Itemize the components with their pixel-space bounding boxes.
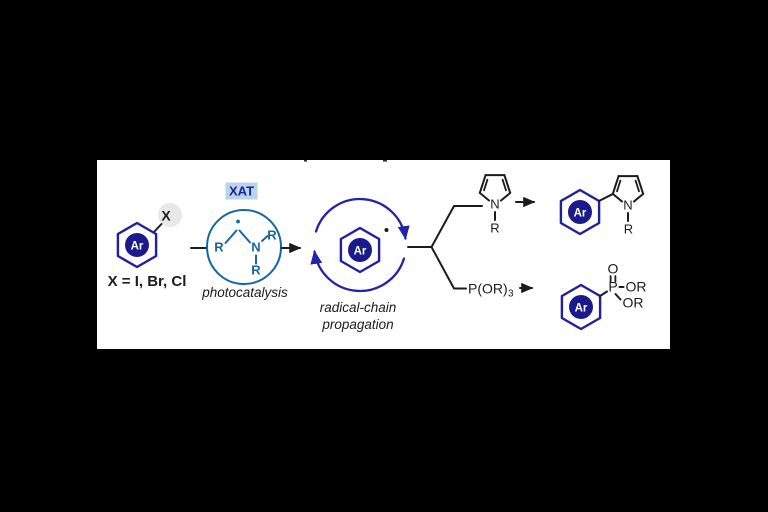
pyrrole-reagent: N R [478,174,536,236]
pyrrole-bond [503,174,512,194]
amine-r-right: R [267,228,277,243]
aryl-label: Ar [574,208,587,220]
substrate-benzene-hexagon [116,221,158,269]
product-aryl-phosphonate: Ar P O OR OR [560,261,647,331]
fork-lower-branch [430,246,467,290]
p-or-bond [614,293,622,301]
aryl-badge [568,200,592,224]
phosphite-formula: P(OR) [468,281,508,297]
pyrrole-bond [500,191,512,202]
radical-dot-icon [236,219,240,224]
aryl-badge [569,295,593,319]
amine-bond [261,235,269,242]
cropped-text-artifact [383,160,387,162]
halide-highlight-ball [158,203,182,227]
pyrrole-nitrogen: N [623,198,632,213]
phosphite-reagent: P(OR) 3 [468,281,534,300]
phosphite-subscript: 3 [508,289,514,300]
carbon-halide-bond [152,223,163,234]
photocatalysis-caption: photocatalysis [201,285,288,300]
aryl-label: Ar [354,246,367,258]
amine-r-left: R [214,240,224,255]
cycle-caption-line1: radical-chain [320,300,397,315]
pyrrole-double-bond [616,179,622,193]
pyrrole-bond [636,175,645,195]
pyrrole-double-bond [483,178,489,192]
xat-tag-label: XAT [229,184,254,199]
pyrrole-bond [633,192,645,203]
halide-x-label: X [161,208,171,224]
cycle-caption-line2: propagation [321,317,393,332]
halide-legend: X = I, Br, Cl [108,273,187,290]
aryl-badge [348,238,372,262]
fork-upper-branch [430,205,483,248]
cycle-arrow-bottom [310,250,406,293]
or-bottom-label: OR [623,295,644,311]
cycle-arrow-top [314,197,410,240]
c-p-bond [599,290,608,297]
aryl-label: Ar [131,241,144,253]
amine-nitrogen: N [251,240,260,255]
oxygen-label: O [608,261,619,277]
xat-tag-box [225,182,258,200]
product-aryl-pyrrole: Ar N R [559,175,645,237]
substrate-aryl-halide: X Ar X = I, Br, Cl [108,203,187,290]
scheme-panel: X Ar X = I, Br, Cl XAT R N R R [97,160,670,349]
pyrrole-bond [611,175,620,195]
aryl-radical-hexagon [339,226,381,274]
biaryl-bond [598,193,614,202]
reaction-scheme: X Ar X = I, Br, Cl XAT R N R R [108,160,647,332]
pyrrole-substituent: R [624,222,633,237]
or-right-label: OR [626,279,647,295]
amine-r-bottom: R [251,263,261,278]
pyrrole-double-bond [501,178,507,192]
catalyst-circle [206,209,282,285]
amine-bond [238,229,251,244]
aryl-label: Ar [575,303,588,315]
pyrrole-substituent: R [490,221,499,236]
pyrrole-bond [611,192,623,203]
cropped-text-artifact [304,160,307,162]
amine-bond [224,229,238,244]
pyrrole-double-bond [634,179,640,193]
propagation-cycle: Ar radical-chain propagation [310,197,410,332]
pyrrole-nitrogen: N [490,197,499,212]
phosphorus-label: P [608,279,617,295]
pyrrole-bond [478,174,487,194]
pyrrole-bond [478,191,490,202]
branch-fork [407,205,483,290]
radical-dot-icon [384,228,389,232]
xat-catalyst: XAT R N R R photocatalysis [190,182,302,300]
aryl-badge [125,233,149,257]
